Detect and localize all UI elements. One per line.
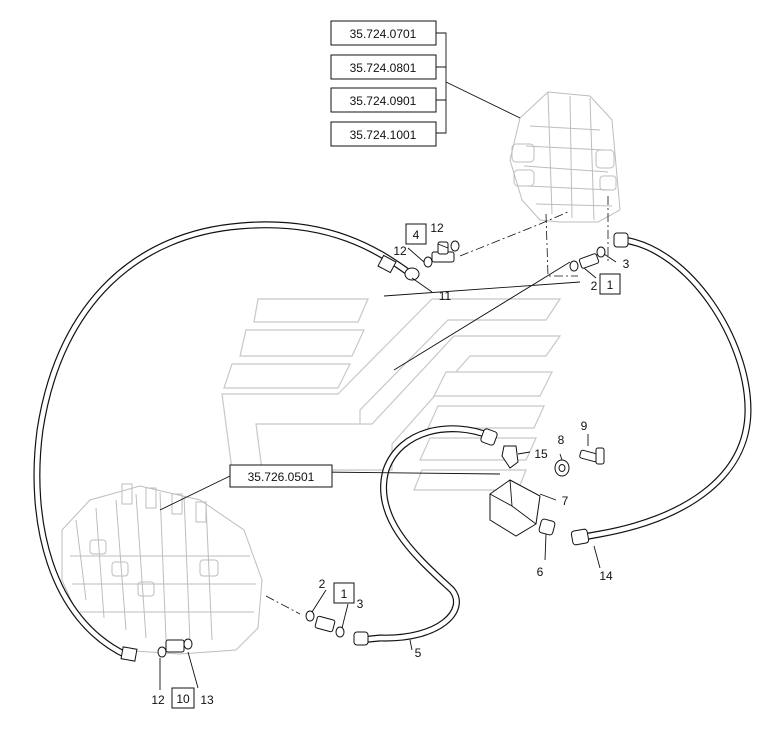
callout-5: 5 [415, 646, 422, 660]
ref-box-1: 35.724.0701 [330, 20, 437, 46]
callout-2-bottom: 2 [319, 577, 326, 591]
bolt-9 [579, 447, 605, 465]
callout-box-1-top: 1 [599, 273, 621, 295]
ref-box-4: 35.724.1001 [330, 121, 437, 147]
ref-5-leader [159, 471, 501, 511]
callout-13: 13 [200, 693, 214, 707]
callout-12-c: 12 [151, 693, 165, 707]
svg-text:35.724.0801: 35.724.0801 [350, 61, 417, 75]
callout-14: 14 [599, 569, 613, 583]
center-line-top [459, 211, 569, 257]
callout-15: 15 [534, 447, 548, 461]
block-7 [489, 479, 541, 537]
watermark-logo [221, 298, 562, 491]
fitting-10 [157, 638, 193, 658]
adapter-1-top [569, 246, 606, 272]
callout-6: 6 [537, 565, 544, 579]
svg-text:35.724.0901: 35.724.0901 [350, 94, 417, 108]
ref-bracket [436, 32, 521, 134]
elbow-15 [501, 445, 519, 469]
hose-14 [570, 232, 752, 546]
hose-routing-line [383, 261, 581, 371]
ref-box-5: 35.726.0501 [229, 464, 333, 488]
tee-fitting-4 [423, 240, 460, 268]
hose-11 [33, 221, 420, 662]
control-valve-bottom-left [61, 483, 301, 655]
svg-text:1: 1 [607, 278, 614, 292]
callout-9: 9 [581, 419, 588, 433]
svg-text:1: 1 [341, 587, 348, 601]
svg-text:4: 4 [413, 228, 420, 242]
callout-box-1-bottom: 1 [333, 582, 355, 604]
fitting-6 [538, 518, 556, 536]
callout-12-a: 12 [430, 221, 444, 235]
callout-12-b: 12 [393, 244, 407, 258]
callout-leaders [159, 243, 617, 690]
control-valve-top-right [509, 91, 621, 277]
callout-8: 8 [558, 433, 565, 447]
callout-7: 7 [562, 494, 569, 508]
ref-box-3: 35.724.0901 [330, 87, 437, 113]
callout-box-4: 4 [405, 223, 427, 245]
svg-text:35.726.0501: 35.726.0501 [248, 470, 315, 484]
callout-3-top: 3 [623, 257, 630, 271]
callout-3-bottom: 3 [357, 597, 364, 611]
svg-text:10: 10 [176, 692, 190, 706]
svg-text:35.724.1001: 35.724.1001 [350, 128, 417, 142]
svg-text:35.724.0701: 35.724.0701 [350, 27, 417, 41]
callout-11: 11 [439, 289, 452, 303]
hose-5 [353, 425, 498, 646]
washer-8 [554, 459, 570, 477]
adapter-1-bottom [305, 610, 345, 638]
ref-box-2: 35.724.0801 [330, 54, 437, 80]
callout-box-10: 10 [171, 687, 195, 709]
callout-2-top: 2 [591, 279, 598, 293]
